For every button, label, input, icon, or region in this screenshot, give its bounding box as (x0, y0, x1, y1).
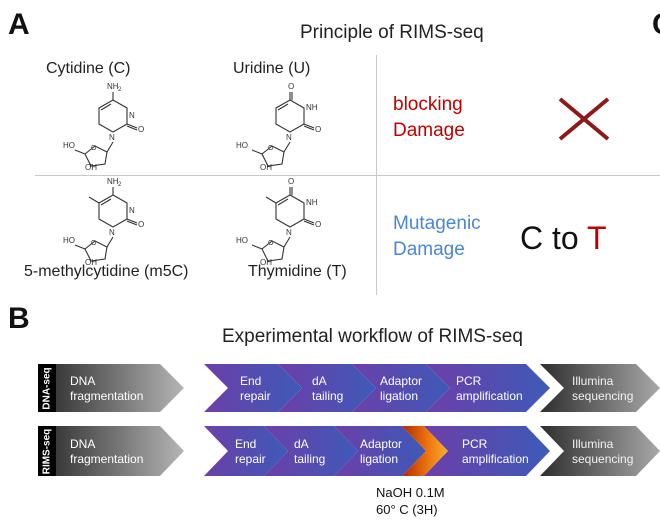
thymidine-label: Thymidine (T) (248, 263, 347, 280)
panel-a-title: Principle of RIMS-seq (300, 22, 484, 43)
svg-text:2: 2 (118, 182, 122, 188)
svg-text:O: O (91, 145, 97, 152)
uridine-structure: O NH O N O HO OH (236, 82, 321, 170)
svg-text:O: O (91, 240, 97, 247)
panel-c-letter-fragment: C (652, 8, 660, 42)
svg-text:O: O (315, 125, 321, 134)
svg-text:NH: NH (306, 198, 318, 207)
end-repair-chevron (204, 364, 302, 412)
svg-text:OH: OH (85, 258, 97, 265)
svg-text:HO: HO (63, 141, 75, 150)
naoh-treatment-chevron (402, 426, 448, 476)
svg-text:O: O (268, 145, 274, 152)
svg-text:N: N (129, 206, 135, 215)
thymidine-structure: O NH O N O HO OH (236, 177, 321, 265)
svg-text:N: N (129, 111, 135, 120)
svg-text:O: O (138, 220, 144, 229)
svg-text:HO: HO (63, 236, 75, 245)
divider-horizontal (35, 175, 660, 176)
panel-a-letter: A (8, 8, 30, 41)
cross-icon (558, 97, 610, 141)
end-repair-chevron-2 (204, 426, 288, 476)
svg-text:HO: HO (236, 236, 248, 245)
svg-text:O: O (138, 125, 144, 134)
svg-text:NH: NH (107, 82, 119, 91)
svg-text:OH: OH (85, 163, 97, 170)
svg-text:OH: OH (260, 163, 272, 170)
da-tailing-chevron-2 (264, 426, 358, 476)
illumina-sequencing-chevron-2 (540, 426, 660, 476)
blocking-damage-label: blocking Damage (393, 94, 465, 141)
svg-text:N: N (109, 133, 115, 142)
svg-text:N: N (286, 228, 292, 237)
cytidine-label: Cytidine (C) (46, 60, 131, 77)
dna-fragmentation-chevron (56, 364, 184, 412)
panel-b-letter: B (8, 302, 30, 335)
svg-text:NH: NH (306, 103, 318, 112)
naoh-treatment-label: NaOH 0.1M 60° C (3H) (376, 485, 445, 517)
dna-seq-row-label: DNA-seq (38, 364, 56, 412)
dna-seq-workflow (56, 364, 660, 412)
methylcytidine-label: 5-methylcytidine (m5C) (24, 263, 189, 280)
c-to-t-label: C to T (520, 220, 607, 256)
panel-b-title: Experimental workflow of RIMS-seq (222, 326, 523, 347)
svg-text:N: N (286, 133, 292, 142)
da-tailing-chevron (278, 364, 376, 412)
pcr-amplification-chevron (426, 364, 550, 412)
svg-text:O: O (315, 220, 321, 229)
svg-text:NH: NH (107, 177, 119, 186)
dna-fragmentation-chevron-2 (56, 426, 184, 476)
illumina-sequencing-chevron (540, 364, 660, 412)
svg-text:O: O (288, 177, 294, 186)
svg-text:O: O (288, 82, 294, 91)
svg-text:N: N (109, 228, 115, 237)
svg-text:HO: HO (236, 141, 248, 150)
uridine-label: Uridine (U) (233, 60, 311, 77)
svg-text:2: 2 (118, 87, 122, 93)
svg-text:OH: OH (260, 258, 272, 265)
svg-text:O: O (268, 240, 274, 247)
rims-seq-row-label: RIMS-seq (38, 426, 56, 476)
mutagenic-damage-label: Mutagenic Damage (393, 213, 481, 260)
adaptor-ligation-chevron-2 (334, 426, 426, 476)
rims-seq-workflow (56, 426, 660, 476)
pcr-amplification-chevron-2 (424, 426, 550, 476)
adaptor-ligation-chevron (352, 364, 450, 412)
